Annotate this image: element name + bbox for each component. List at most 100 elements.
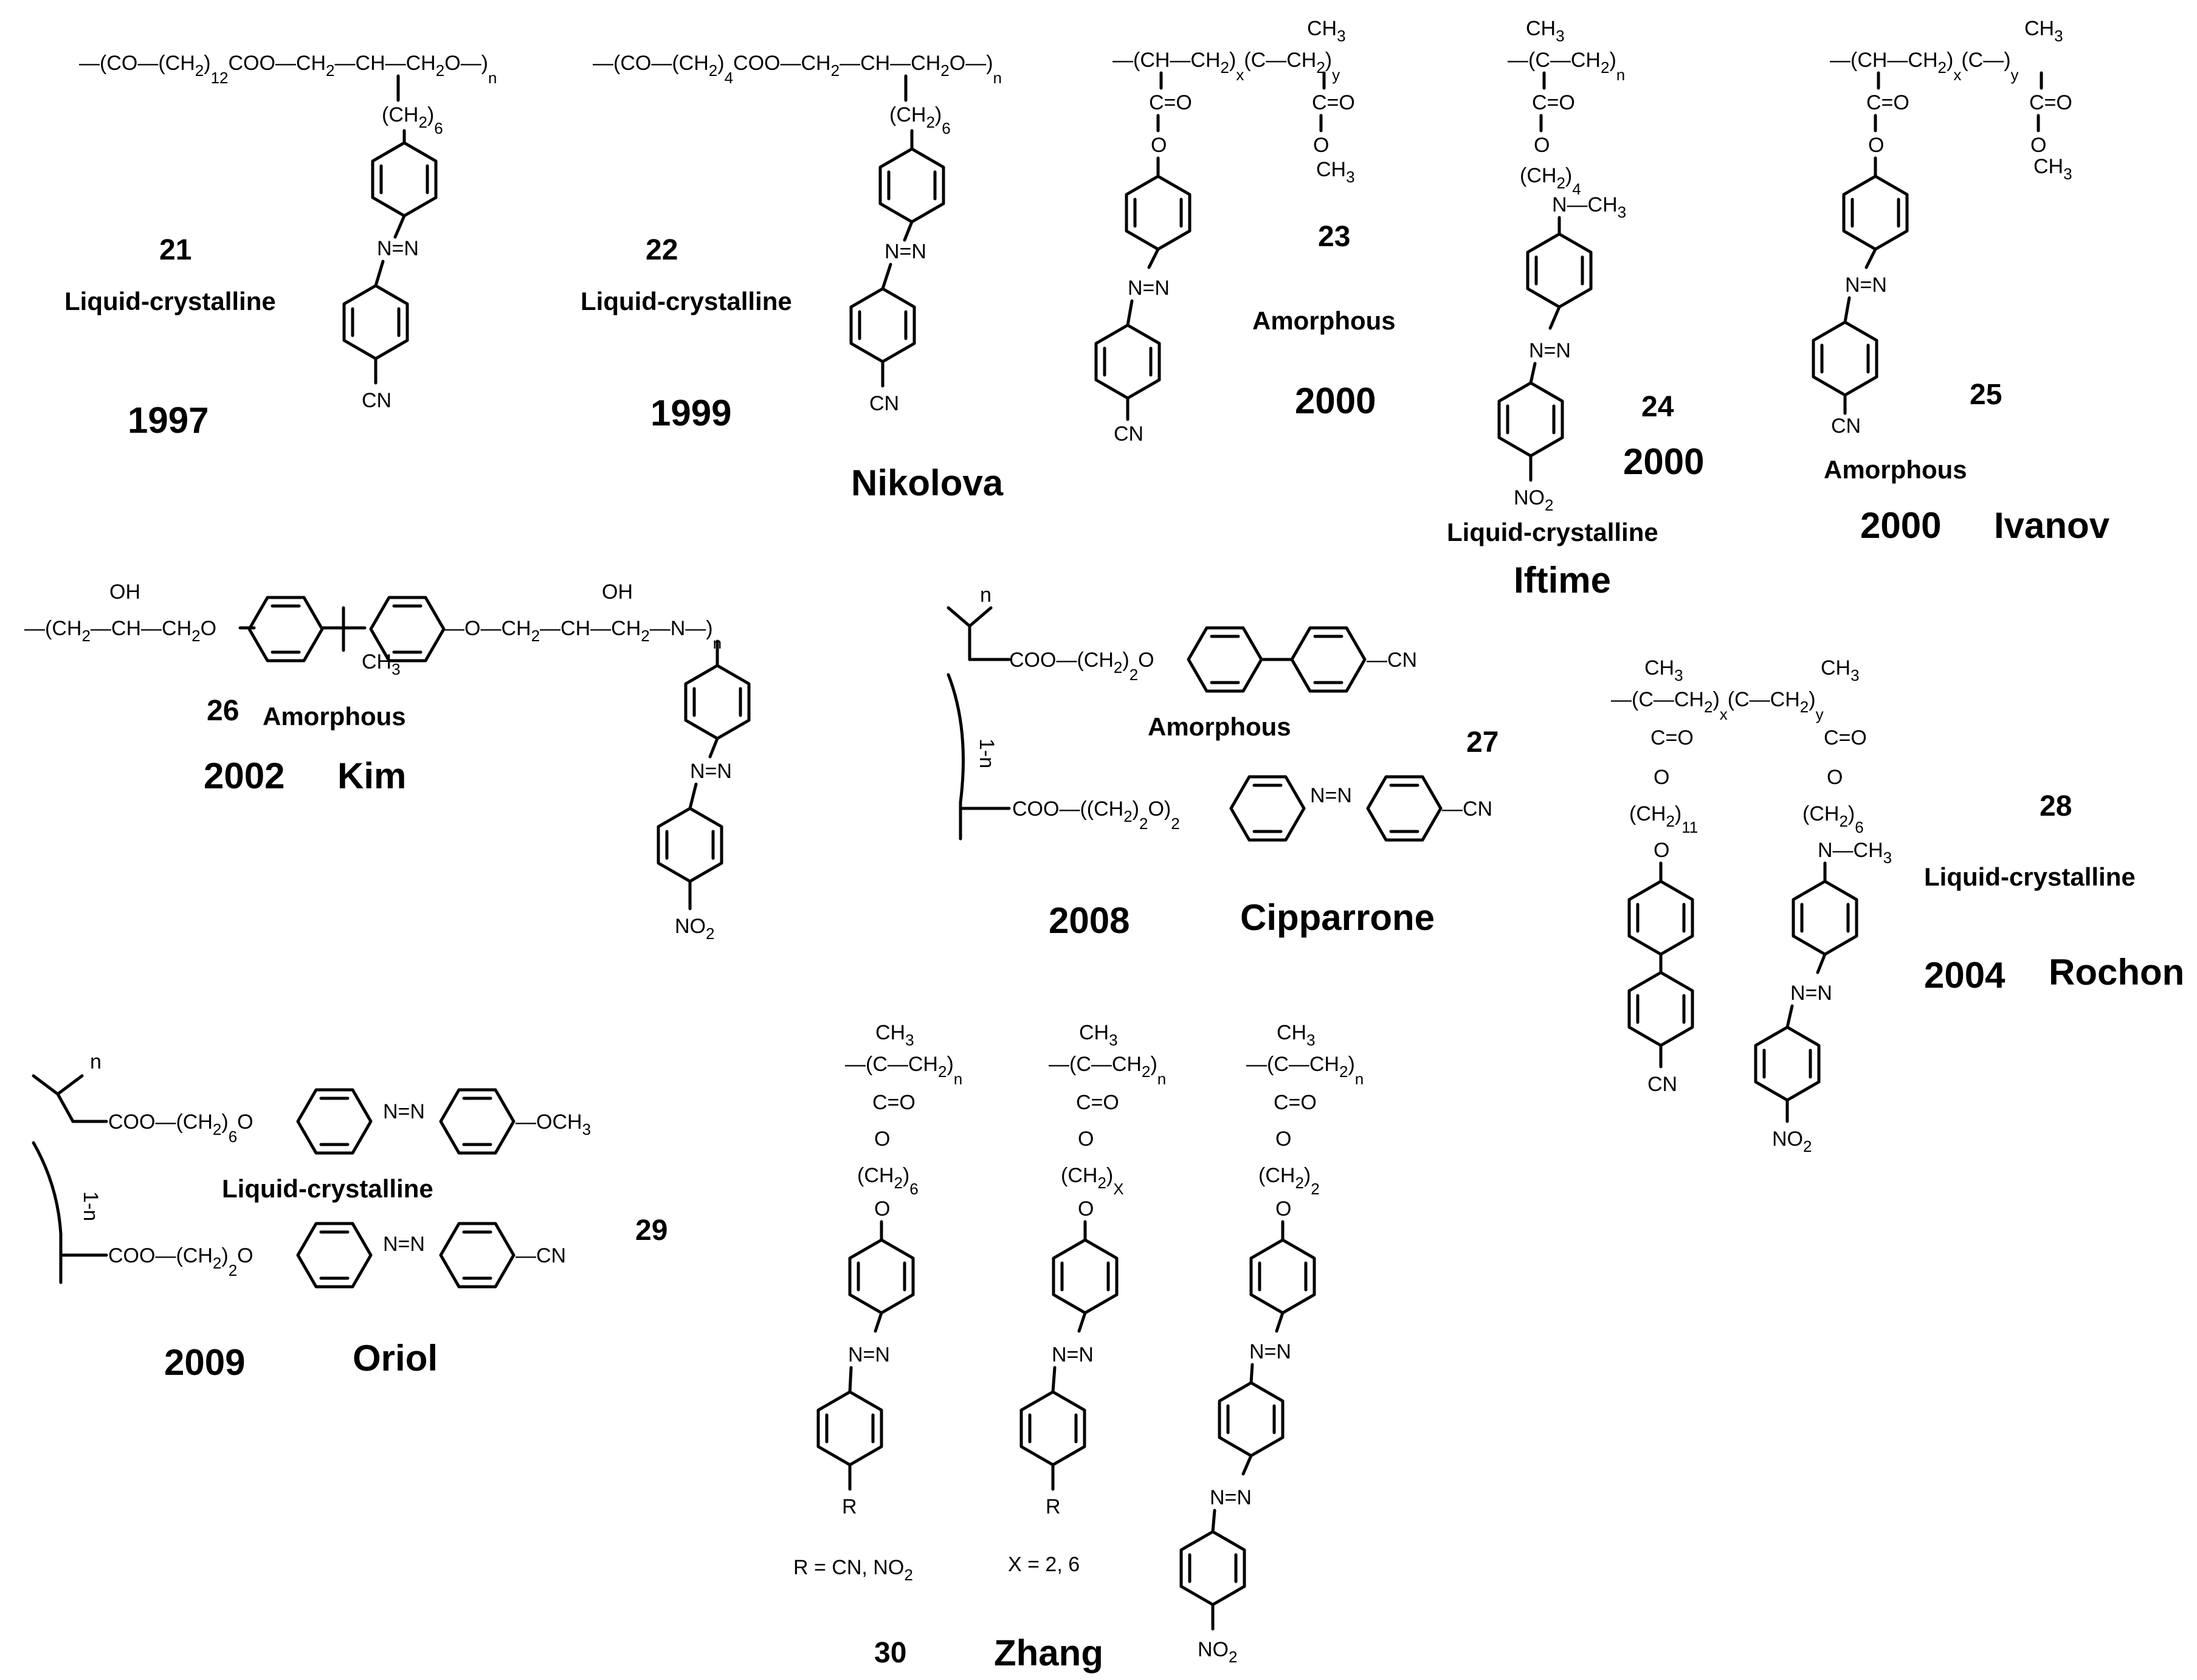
azo-label-25: N=N [1845, 274, 1887, 297]
hydroxyl-26a: OH [109, 580, 140, 604]
x-definition: X = 2, 6 [1008, 1553, 1080, 1576]
r-definition: R = CN, NO2 [793, 1556, 913, 1584]
phenyl-ring-28c [1793, 881, 1857, 954]
azo-label-28: N=N [1790, 982, 1832, 1005]
phenyl-ring-26d [658, 808, 722, 881]
phenyl-ring-30a2 [818, 1392, 881, 1465]
author-nikolova: Nikolova [851, 463, 1004, 503]
compound-30-variant-b: CH3 —(C—CH2)n C=O O (CH2)X O N=N R [1021, 1021, 1166, 1518]
phenyl-ring-27d [1368, 777, 1441, 840]
carbonyl-28b: C=O [1824, 726, 1867, 749]
end-group-29a: —OCH3 [516, 1110, 591, 1138]
backbone-24: —(C—CH2)n [1508, 49, 1625, 84]
backbone-23: —(CH—CH2)x(C—CH2)y [1112, 49, 1340, 84]
backbone-26a: —(CH2—CH—CH2O [24, 617, 216, 645]
spacer-22: (CH2)6 [889, 103, 951, 137]
ester-o-24: O [1534, 134, 1550, 157]
backbone-chain-29a [32, 1074, 84, 1096]
compound-number-30: 30 [874, 1637, 906, 1669]
phenyl-ring-21a [373, 143, 436, 216]
compound-number-25: 25 [1970, 379, 2002, 411]
ether-o-30a: O [874, 1197, 890, 1220]
end-group-26: NO2 [675, 915, 714, 943]
author-cipparrone: Cipparrone [1240, 897, 1435, 938]
ester-o-28a: O [1654, 766, 1669, 789]
compound-30-variant-c: CH3 —(C—CH2)n C=O O (CH2)2 O N=N N=N NO2 [1181, 1021, 1364, 1666]
phenyl-ring-29d [441, 1224, 514, 1287]
index-1n-29: 1-n [79, 1191, 102, 1221]
methyl-26: CH3 [362, 650, 401, 678]
end-group-28a: CN [1647, 1073, 1677, 1096]
substituent-r-30b: R [1046, 1495, 1061, 1518]
methyl-30c: CH3 [1277, 1021, 1316, 1049]
end-group-24: NO2 [1514, 486, 1553, 514]
end-group-27b: —CN [1442, 797, 1492, 821]
compound-30: CH3 —(C—CH2)n C=O O (CH2)6 O N=N R CH3 —… [793, 1021, 1364, 1669]
carbonyl-25b: C=O [2029, 91, 2072, 114]
methoxy-o-23: O [1313, 134, 1329, 157]
spacer-21: (CH2)6 [382, 103, 443, 137]
amine-28: N—CH3 [1818, 839, 1892, 867]
author-oriol: Oriol [353, 1338, 438, 1379]
phenyl-ring-27b [1292, 628, 1365, 691]
spacer-28b: (CH2)6 [1802, 802, 1864, 836]
carbonyl-23b: C=O [1312, 91, 1355, 114]
year-22: 1999 [650, 393, 731, 433]
author-ivanov: Ivanov [1994, 505, 2110, 546]
methyl-30a: CH3 [875, 1021, 914, 1049]
phenyl-ring-23b [1096, 325, 1159, 398]
methyl-23: CH3 [1307, 17, 1346, 45]
backbone-30a: —(C—CH2)n [845, 1053, 962, 1088]
backbone-21: —(CO—(CH2)12COO—CH2—CH—CH2O—)n [79, 52, 497, 87]
phenyl-ring-30a1 [850, 1240, 913, 1313]
phase-28: Liquid-crystalline [1924, 862, 2136, 891]
index-n-27: n [980, 584, 992, 607]
year-24: 2000 [1623, 441, 1704, 482]
year-26: 2002 [204, 756, 285, 796]
phenyl-ring-29b [441, 1090, 514, 1153]
azo-label-30b: N=N [1052, 1343, 1094, 1366]
ester-o-30a: O [874, 1127, 890, 1151]
azo-label-30a: N=N [848, 1343, 890, 1366]
compound-number-21: 21 [159, 234, 191, 266]
phenyl-ring-21b [344, 286, 407, 359]
author-kim: Kim [337, 756, 406, 796]
phenyl-ring-29c [298, 1224, 371, 1287]
spacer-30b: (CH2)X [1061, 1164, 1124, 1198]
backbone-27a: COO—(CH2)2O [1009, 649, 1154, 684]
methoxy-ch3-23: CH3 [1316, 158, 1355, 186]
carbonyl-25a: C=O [1866, 91, 1909, 114]
phase-22: Liquid-crystalline [581, 287, 792, 315]
azo-label-29a: N=N [383, 1100, 425, 1123]
index-1n-27: 1-n [975, 738, 998, 768]
phenyl-ring-26c [686, 666, 749, 738]
year-23: 2000 [1295, 380, 1376, 421]
ether-o-28: O [1654, 839, 1669, 862]
phenyl-ring-30b1 [1054, 1240, 1117, 1313]
ether-o-30b: O [1078, 1197, 1094, 1220]
azo-label-26: N=N [690, 760, 732, 783]
carbonyl-24: C=O [1532, 91, 1575, 114]
methyl-28a: CH3 [1644, 656, 1683, 684]
year-25: 2000 [1860, 505, 1941, 546]
compound-26: —(CH2—CH—CH2O OH CH3 —O—CH2—CH—CH2—N—)n … [24, 580, 749, 943]
spacer-28a: (CH2)11 [1629, 802, 1698, 836]
compound-25: —(CH—CH2)x(C—)y CH3 C=O O N=N CN C=O O C… [1813, 17, 2072, 546]
phenyl-ring-28b [1629, 973, 1692, 1045]
backbone-30c: —(C—CH2)n [1246, 1053, 1364, 1088]
ester-o-30c: O [1275, 1127, 1291, 1151]
compound-number-22: 22 [646, 234, 678, 266]
backbone-27b: COO—((CH2)2O)2 [1012, 797, 1180, 833]
compound-27: n COO—(CH2)2O —CN 1-n COO—((CH2)2O)2 N=N… [947, 584, 1499, 941]
phenyl-ring-23a [1126, 176, 1190, 249]
author-iftime: Iftime [1514, 560, 1611, 601]
end-group-27a: —CN [1367, 649, 1417, 672]
end-group-21: CN [362, 389, 391, 412]
compound-23: —(CH—CH2)x(C—CH2)y CH3 C=O O N=N CN C=O … [1096, 17, 1396, 446]
phase-26: Amorphous [263, 702, 406, 731]
phenyl-ring-26a [249, 597, 322, 661]
phenyl-ring-29a [298, 1090, 371, 1153]
azo-label-30c2: N=N [1210, 1486, 1252, 1509]
azo-label-22: N=N [885, 240, 926, 263]
